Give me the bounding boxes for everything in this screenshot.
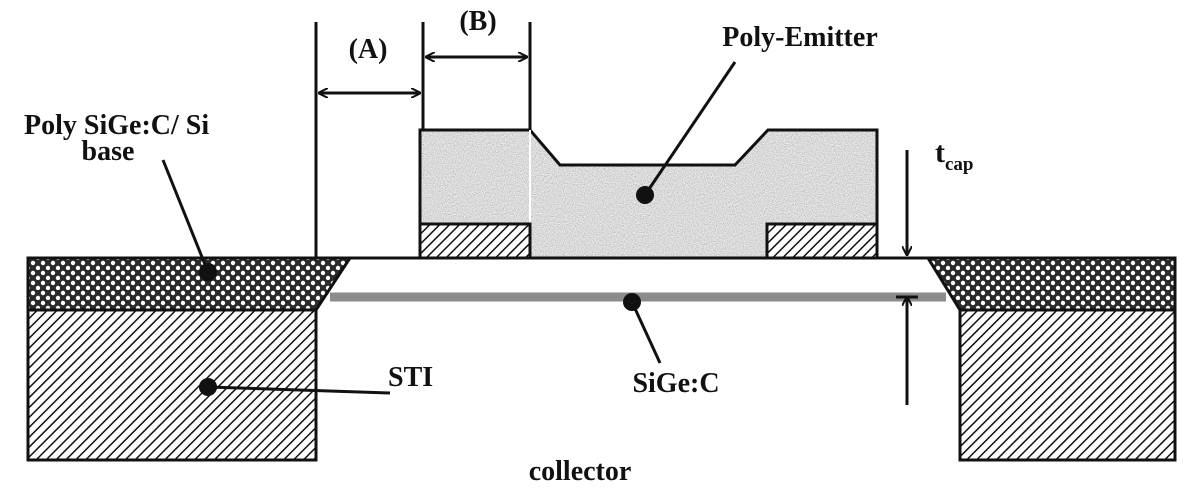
label-dimension-a: (A) <box>349 34 388 65</box>
poly-base-left <box>26 256 353 312</box>
label-tcap: tcap <box>935 136 974 175</box>
spacer-right <box>765 222 879 260</box>
sti-right-block <box>958 308 1177 462</box>
leader-sige-c <box>630 301 662 364</box>
label-poly-base-line2: base <box>82 136 135 167</box>
leader-poly-emitter <box>643 61 737 196</box>
sti-left-block <box>26 308 318 462</box>
leader-poly-base <box>161 159 210 273</box>
label-dimension-b: (B) <box>459 6 496 37</box>
label-poly-base-line1: Poly SiGe:C/ Si <box>24 110 209 141</box>
label-sige-c: SiGe:C <box>632 368 719 399</box>
label-collector: collector <box>529 456 632 487</box>
label-tcap-main: t <box>935 136 945 169</box>
poly-base-right <box>925 256 1177 312</box>
label-sti: STI <box>388 362 433 393</box>
label-poly-emitter: Poly-Emitter <box>722 22 878 53</box>
spacer-left <box>418 222 532 260</box>
leader-dot-sige-c <box>623 293 641 311</box>
leader-dot-poly-base <box>199 263 217 281</box>
leader-dot-sti <box>199 378 217 396</box>
leader-dot-poly-emitter <box>636 186 654 204</box>
leader-sti <box>207 385 391 395</box>
label-tcap-sub: cap <box>945 154 974 175</box>
poly-emitter-outline <box>418 128 879 260</box>
